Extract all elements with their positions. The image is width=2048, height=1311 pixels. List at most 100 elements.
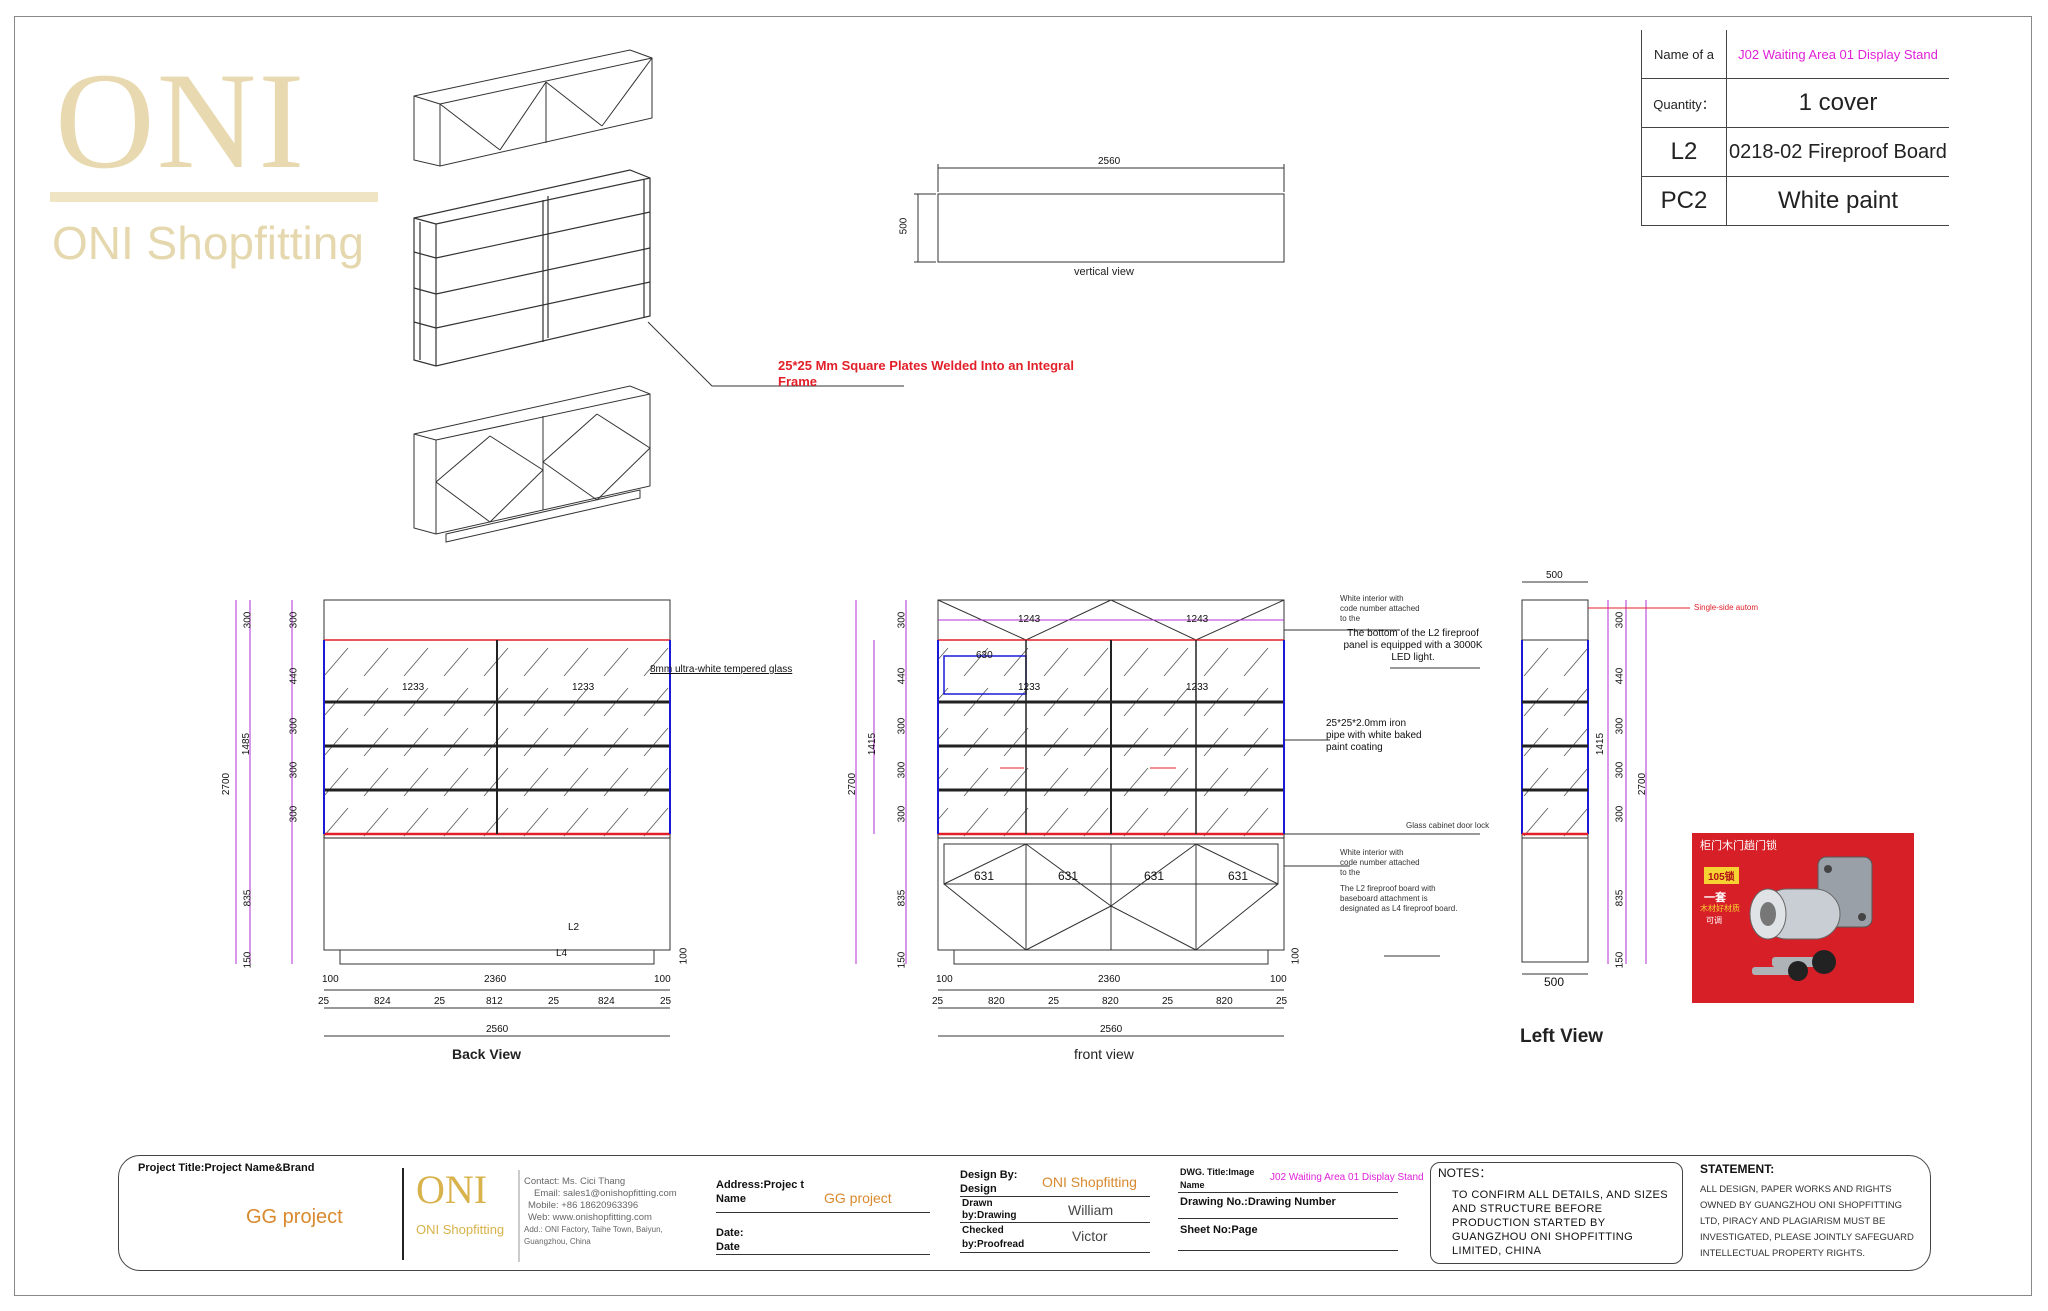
contact-line: Guangzhou, China bbox=[524, 1237, 591, 1246]
address-label: Address:Projec t Name bbox=[716, 1179, 805, 1205]
bv-inner-dim: 440 bbox=[288, 667, 300, 685]
bv-dim-150: 150 bbox=[242, 951, 254, 969]
fv-bottom-mid: 25 bbox=[1162, 996, 1174, 1007]
fv-note-white-interior-2: White interior with code number attached… bbox=[1340, 848, 1420, 877]
lv-right-total: 2700 bbox=[1637, 772, 1649, 796]
spec-value: 1 cover bbox=[1726, 78, 1949, 128]
bv-glass-dim: 1233 bbox=[572, 682, 595, 693]
tb-rule bbox=[1178, 1192, 1398, 1193]
tb-rule bbox=[960, 1222, 1150, 1223]
back-view bbox=[235, 599, 671, 1037]
notes-body: TO CONFIRM ALL DETAILS, AND SIZES AND ST… bbox=[1452, 1189, 1668, 1257]
fv-left-dim: 300 bbox=[896, 717, 908, 735]
vv-width-dim: 2560 bbox=[1098, 156, 1121, 167]
bv-bottom-mid: 812 bbox=[486, 996, 503, 1007]
title-block bbox=[118, 1155, 1931, 1271]
fv-bottom-mid: 820 bbox=[988, 996, 1005, 1007]
logo-name: ONI Shopfitting bbox=[52, 217, 364, 269]
contact-line: Mobile: +86 18620963396 bbox=[528, 1200, 639, 1211]
fv-top-dim: 1243 bbox=[1018, 614, 1041, 625]
fv-bottom-dim: 2360 bbox=[1098, 974, 1121, 985]
lock-cylinder-icon bbox=[1749, 856, 1873, 981]
lv-bottom-dim: 500 bbox=[1544, 975, 1565, 989]
lv-right-dim: 300 bbox=[1614, 805, 1626, 823]
spec-row-quantity: Quantity： 1 cover bbox=[1641, 78, 1949, 128]
project-title-label: Project Title:Project Name&Brand bbox=[138, 1162, 315, 1174]
bv-bottom-mid: 25 bbox=[434, 996, 446, 1007]
bv-bottom-dim: 100 bbox=[322, 974, 339, 985]
contact-block: Contact: Ms. Cici Thang Email: sales1@on… bbox=[524, 1176, 677, 1248]
lv-right-dim: 835 bbox=[1614, 889, 1626, 907]
date-label: Date: Date bbox=[716, 1227, 744, 1253]
dwg-title-value: J02 Waiting Area 01 Display Stand bbox=[1270, 1172, 1424, 1183]
contact-line: Add.: ONI Factory, Taihe Town, Baiyun, bbox=[524, 1225, 663, 1234]
contact-line: Web: www.onishopfitting.com bbox=[528, 1212, 652, 1223]
project-name: GG project bbox=[246, 1206, 343, 1228]
spec-row-l2: L2 0218-02 Fireproof Board bbox=[1641, 127, 1949, 177]
fv-left-dim: 300 bbox=[896, 611, 908, 629]
fv-door-dim: 631 bbox=[1058, 869, 1079, 883]
fv-bottom-mid: 25 bbox=[932, 996, 944, 1007]
bv-dim-1485: 1485 bbox=[241, 732, 253, 756]
vv-caption: vertical view bbox=[1074, 266, 1134, 278]
fv-bottom-dim: 100 bbox=[936, 974, 953, 985]
bv-bottom-mid: 25 bbox=[548, 996, 560, 1007]
bv-inner-dim: 300 bbox=[288, 717, 300, 735]
fv-bottom-mid: 820 bbox=[1102, 996, 1119, 1007]
lv-right-dim: 300 bbox=[1614, 717, 1626, 735]
spec-row-name: Name of a J02 Waiting Area 01 Display St… bbox=[1641, 30, 1949, 79]
iso-bottom-cabinet bbox=[413, 385, 651, 543]
vv-depth-dim: 500 bbox=[898, 217, 910, 235]
fv-note-led: The bottom of the L2 fireproof panel is … bbox=[1343, 628, 1483, 663]
front-view-caption: front view bbox=[1074, 1046, 1134, 1062]
bv-glass-dim: 1233 bbox=[402, 682, 425, 693]
checked-value: Victor bbox=[1072, 1228, 1108, 1244]
spec-value: 0218-02 Fireproof Board bbox=[1726, 127, 1949, 177]
design-value: ONI Shopfitting bbox=[1042, 1174, 1137, 1190]
fv-total: 2560 bbox=[1100, 1024, 1123, 1035]
tb-divider-2 bbox=[518, 1170, 520, 1262]
front-view bbox=[855, 599, 1480, 1037]
fv-note-baseboard: The L2 fireproof board with baseboard at… bbox=[1340, 884, 1458, 913]
logo-rule bbox=[50, 192, 378, 202]
fv-left-dim: 300 bbox=[896, 761, 908, 779]
fv-note-pipe: 25*25*2.0mm iron pipe with white baked p… bbox=[1326, 718, 1422, 753]
fv-left-dim: 150 bbox=[896, 951, 908, 969]
lv-right-dim: 440 bbox=[1614, 667, 1626, 685]
fv-left-dim: 300 bbox=[896, 805, 908, 823]
notes-title: NOTES： bbox=[1438, 1166, 1492, 1180]
lock-photo-badge: 105锁 bbox=[1704, 867, 1739, 884]
fv-glass-dim: 1233 bbox=[1018, 682, 1041, 693]
bv-total: 2560 bbox=[486, 1024, 509, 1035]
tb-rule bbox=[716, 1212, 930, 1213]
door-lock-photo: 柜门木门趟门锁 105锁 一套 木材好材质 可调 bbox=[1692, 833, 1914, 1003]
fv-top-dim: 1243 bbox=[1186, 614, 1209, 625]
fv-note-white-interior: White interior with code number attached… bbox=[1340, 594, 1420, 623]
notes-box bbox=[1430, 1162, 1683, 1264]
tb-rule bbox=[960, 1252, 1150, 1253]
lock-photo-promo: 一套 bbox=[1704, 892, 1726, 904]
bv-inner-dim: 300 bbox=[288, 611, 300, 629]
contact-line: Contact: Ms. Cici Thang bbox=[524, 1176, 626, 1187]
lock-photo-promo2: 木材好材质 bbox=[1700, 904, 1740, 913]
spec-value: J02 Waiting Area 01 Display Stand bbox=[1726, 30, 1949, 79]
bv-dim-total: 2700 bbox=[221, 772, 233, 796]
bv-dim-835: 835 bbox=[242, 889, 254, 907]
tb-divider bbox=[402, 1168, 404, 1260]
fv-door-dim: 631 bbox=[974, 869, 995, 883]
spec-key: Name of a bbox=[1641, 30, 1727, 79]
checked-label: Checked by:Proofread bbox=[962, 1225, 1025, 1250]
fv-note-lock: Glass cabinet door lock bbox=[1406, 821, 1490, 830]
bv-base-label: L4 bbox=[556, 948, 568, 959]
tb-logo-name: ONI Shopfitting bbox=[416, 1222, 505, 1237]
lock-photo-title: 柜门木门趟门锁 bbox=[1700, 840, 1777, 852]
iso-frame-note: 25*25 Mm Square Plates Welded Into an In… bbox=[778, 358, 1074, 389]
fv-bottom-dim: 100 bbox=[1270, 974, 1287, 985]
left-view-caption: Left View bbox=[1520, 1026, 1604, 1047]
drawn-label: Drawn by:Drawing bbox=[962, 1198, 1017, 1221]
fv-bottom-mid: 25 bbox=[1048, 996, 1060, 1007]
bv-bottom-dim: 2360 bbox=[484, 974, 507, 985]
spec-key: L2 bbox=[1641, 127, 1727, 177]
lv-right-dim: 150 bbox=[1614, 951, 1626, 969]
